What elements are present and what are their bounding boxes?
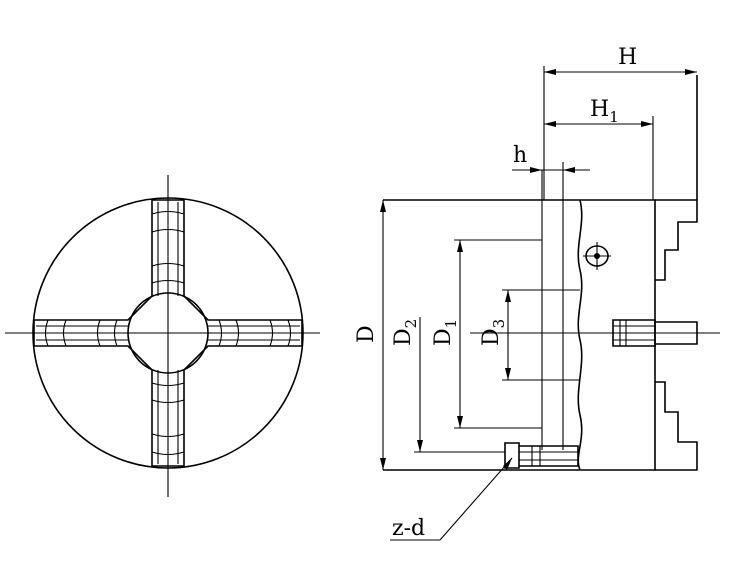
side-view (383, 75, 720, 471)
center-bore (127, 292, 209, 374)
label-zd: z-d (392, 516, 425, 541)
jaw-right-steps (208, 319, 300, 347)
jaw-top-steps (151, 202, 185, 296)
label-H1: H1 (590, 97, 619, 126)
label-D3: D3 (479, 319, 508, 346)
label-H: H (618, 45, 637, 70)
dimensions (380, 66, 697, 541)
jaw-left-steps (36, 319, 128, 347)
front-view (5, 175, 320, 497)
break-line (577, 199, 583, 471)
label-D2: D2 (391, 319, 420, 346)
label-D1: D1 (431, 319, 460, 346)
label-D: D (354, 325, 379, 343)
side-key (612, 319, 698, 347)
jaw-cross-outline (33, 199, 303, 467)
side-jaw-bottom (655, 381, 698, 471)
jaw-bottom-steps (151, 370, 185, 464)
labels: H H1 h D D2 D1 D3 z-d (354, 45, 637, 541)
label-h: h (513, 143, 527, 168)
side-jaw-top (655, 199, 698, 281)
mounting-bolt (504, 442, 579, 469)
zd-leader (439, 457, 513, 541)
keyhole-symbol (583, 242, 611, 270)
